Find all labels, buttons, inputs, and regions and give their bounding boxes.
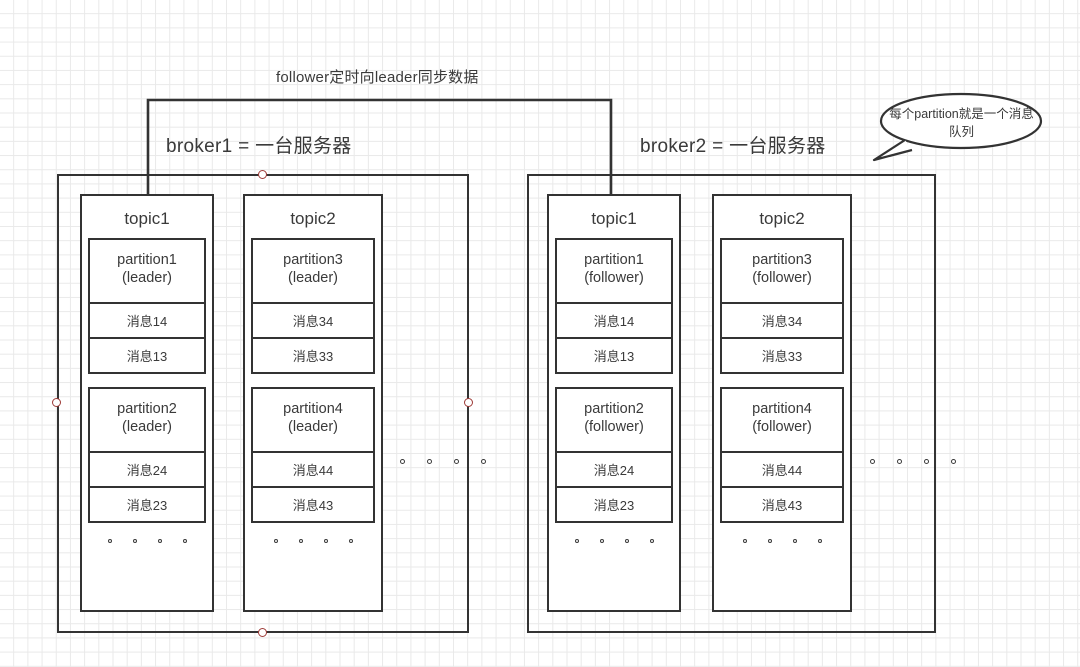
- partition-role: (leader): [288, 270, 338, 287]
- ellipsis-dot-icon: [323, 539, 328, 543]
- partition-role: (follower): [752, 419, 812, 436]
- partition-header: partition2 (follower): [557, 389, 671, 451]
- partition-header: partition3 (follower): [722, 240, 842, 302]
- partition-name: partition4: [752, 401, 812, 417]
- message-row: 消息23: [557, 486, 671, 521]
- broker1-topic1-box[interactable]: topic1 partition1 (leader) 消息14 消息13 par…: [80, 194, 214, 612]
- partition-name: partition4: [283, 401, 343, 417]
- ellipsis-dot-icon: [767, 539, 772, 543]
- resize-handle-bottom[interactable]: [258, 628, 267, 637]
- ellipsis-dot-icon: [454, 459, 459, 464]
- message-row: 消息44: [722, 451, 842, 486]
- partition-header: partition3 (leader): [253, 240, 373, 302]
- message-row: 消息44: [253, 451, 373, 486]
- message-row: 消息23: [90, 486, 204, 521]
- ellipsis-dot-icon: [624, 539, 629, 543]
- ellipsis-dot-icon: [182, 539, 187, 543]
- callout-tail: [872, 139, 913, 162]
- topic-title: topic1: [591, 209, 637, 228]
- partition-role: (leader): [122, 419, 172, 436]
- message-row: 消息34: [722, 302, 842, 337]
- partition-name: partition2: [117, 401, 177, 417]
- resize-handle-left[interactable]: [52, 398, 61, 407]
- message-row: 消息33: [722, 337, 842, 372]
- partition-name: partition2: [584, 401, 644, 417]
- sync-note-label: follower定时向leader同步数据: [276, 69, 479, 86]
- partition-header: partition4 (leader): [253, 389, 373, 451]
- message-row: 消息24: [557, 451, 671, 486]
- partition-block[interactable]: partition1 (follower) 消息14 消息13: [555, 238, 673, 374]
- ellipsis-dot-icon: [817, 539, 822, 543]
- ellipsis-dot-icon: [132, 539, 137, 543]
- partition-header: partition1 (follower): [557, 240, 671, 302]
- ellipsis-dot-icon: [427, 459, 432, 464]
- ellipsis-dot-icon: [742, 539, 747, 543]
- partition-header: partition2 (leader): [90, 389, 204, 451]
- broker1-topic-ellipsis: [400, 459, 486, 464]
- broker2-label: broker2 = 一台服务器: [640, 136, 826, 157]
- partition-role: (leader): [122, 270, 172, 287]
- partition-name: partition1: [117, 252, 177, 268]
- message-row: 消息14: [557, 302, 671, 337]
- topic-title: topic2: [290, 209, 336, 228]
- ellipsis-dot-icon: [157, 539, 162, 543]
- ellipsis-dot-icon: [574, 539, 579, 543]
- ellipsis-dot-icon: [649, 539, 654, 543]
- partition-block[interactable]: partition2 (leader) 消息24 消息23: [88, 387, 206, 523]
- ellipsis-dot-icon: [897, 459, 902, 464]
- topic-ellipsis: [574, 539, 654, 543]
- topic-ellipsis: [273, 539, 353, 543]
- broker2-topic-ellipsis: [870, 459, 956, 464]
- partition-name: partition3: [752, 252, 812, 268]
- message-row: 消息13: [557, 337, 671, 372]
- partition-header: partition4 (follower): [722, 389, 842, 451]
- message-row: 消息14: [90, 302, 204, 337]
- ellipsis-dot-icon: [481, 459, 486, 464]
- partition-name: partition3: [283, 252, 343, 268]
- ellipsis-dot-icon: [599, 539, 604, 543]
- ellipsis-dot-icon: [348, 539, 353, 543]
- ellipsis-dot-icon: [273, 539, 278, 543]
- topic-ellipsis: [107, 539, 187, 543]
- broker2-topic2-box[interactable]: topic2 partition3 (follower) 消息34 消息33 p…: [712, 194, 852, 612]
- message-row: 消息34: [253, 302, 373, 337]
- ellipsis-dot-icon: [107, 539, 112, 543]
- partition-block[interactable]: partition2 (follower) 消息24 消息23: [555, 387, 673, 523]
- ellipsis-dot-icon: [298, 539, 303, 543]
- resize-handle-right[interactable]: [464, 398, 473, 407]
- broker1-topic2-box[interactable]: topic2 partition3 (leader) 消息34 消息33 par…: [243, 194, 383, 612]
- ellipsis-dot-icon: [870, 459, 875, 464]
- message-row: 消息13: [90, 337, 204, 372]
- ellipsis-dot-icon: [924, 459, 929, 464]
- partition-role: (follower): [752, 270, 812, 287]
- partition-block[interactable]: partition4 (leader) 消息44 消息43: [251, 387, 375, 523]
- partition-role: (follower): [584, 419, 644, 436]
- broker2-topic1-box[interactable]: topic1 partition1 (follower) 消息14 消息13 p…: [547, 194, 681, 612]
- topic-ellipsis: [742, 539, 822, 543]
- partition-block[interactable]: partition4 (follower) 消息44 消息43: [720, 387, 844, 523]
- ellipsis-dot-icon: [792, 539, 797, 543]
- ellipsis-dot-icon: [400, 459, 405, 464]
- message-row: 消息24: [90, 451, 204, 486]
- broker2-container[interactable]: [527, 174, 936, 633]
- partition-block[interactable]: partition3 (follower) 消息34 消息33: [720, 238, 844, 374]
- topic-title: topic2: [759, 209, 805, 228]
- partition-header: partition1 (leader): [90, 240, 204, 302]
- broker1-label: broker1 = 一台服务器: [166, 136, 352, 157]
- partition-role: (leader): [288, 419, 338, 436]
- resize-handle-top[interactable]: [258, 170, 267, 179]
- callout-label: 每个partition就是一个消息队列: [889, 107, 1034, 140]
- partition-role: (follower): [584, 270, 644, 287]
- partition-block[interactable]: partition3 (leader) 消息34 消息33: [251, 238, 375, 374]
- topic-title: topic1: [124, 209, 170, 228]
- partition-block[interactable]: partition1 (leader) 消息14 消息13: [88, 238, 206, 374]
- partition-name: partition1: [584, 252, 644, 268]
- message-row: 消息43: [722, 486, 842, 521]
- ellipsis-dot-icon: [951, 459, 956, 464]
- message-row: 消息43: [253, 486, 373, 521]
- message-row: 消息33: [253, 337, 373, 372]
